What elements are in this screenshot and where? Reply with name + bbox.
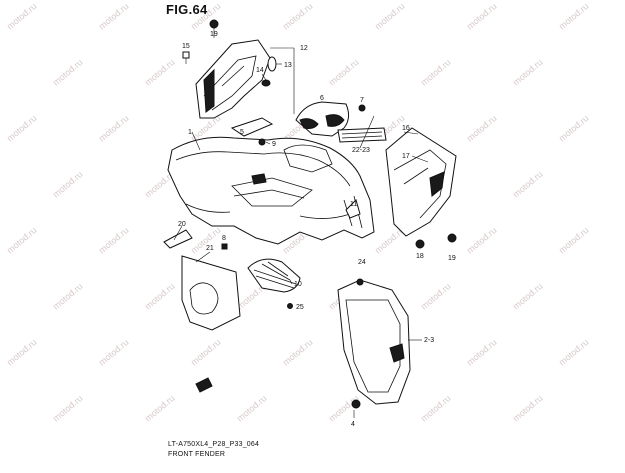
watermark-text: motod.ru (51, 281, 85, 311)
watermark-text: motod.ru (51, 57, 85, 87)
figure-name: FRONT FENDER (168, 451, 226, 458)
watermark-text: motod.ru (511, 393, 545, 423)
right-inner-panel (385, 127, 457, 237)
watermark-text: motod.ru (281, 337, 315, 367)
callout-4: 4 (351, 421, 355, 428)
left-inner-panel (195, 39, 271, 119)
watermark-text: motod.ru (5, 113, 39, 143)
callout-9: 9 (272, 141, 276, 148)
callout-11: 11 (350, 201, 357, 208)
bracket-20 (163, 229, 193, 249)
part-5-pad (230, 117, 274, 137)
bolt-25 (287, 303, 293, 309)
callout-16: 16 (402, 125, 410, 132)
clip-24 (356, 278, 364, 286)
callout-13: 13 (284, 62, 292, 69)
callout-21: 21 (206, 245, 214, 252)
watermark-text: motod.ru (51, 169, 85, 199)
watermark-text: motod.ru (419, 281, 453, 311)
watermark-text: motod.ru (143, 281, 177, 311)
watermark-text: motod.ru (557, 337, 591, 367)
watermark-text: motod.ru (373, 1, 407, 31)
watermark-text: motod.ru (465, 337, 499, 367)
bolt-18 (415, 239, 425, 249)
bracket-11 (345, 199, 361, 219)
callout-6: 6 (320, 95, 324, 102)
callout-8: 8 (222, 235, 226, 242)
bolt-9 (258, 138, 266, 146)
callout-19-right: 19 (448, 255, 456, 262)
callout-7: 7 (360, 97, 364, 104)
callout-20: 20 (178, 221, 186, 228)
callout-labels: 1 22-23 5 6 7 8 9 10 11 12 13 14 15 16 1… (178, 31, 456, 428)
bolt-19-top (209, 19, 219, 38)
watermark-text: motod.ru (511, 281, 545, 311)
callout-10: 10 (294, 281, 302, 288)
figure-title: FIG.64 (166, 2, 208, 17)
watermark-text: motod.ru (143, 57, 177, 87)
watermark-text: motod.ru (557, 113, 591, 143)
watermark-text: motod.ru (97, 225, 131, 255)
callout-14: 14 (256, 67, 264, 74)
watermark-text: motod.ru (5, 337, 39, 367)
callout-12: 12 (300, 45, 308, 52)
watermark-text: motod.ru (97, 337, 131, 367)
callout-17: 17 (402, 153, 410, 160)
grille-10 (247, 258, 301, 293)
watermark-text: motod.ru (51, 393, 85, 423)
callout-1: 1 (188, 129, 192, 136)
watermark-text: motod.ru (465, 113, 499, 143)
bolt-7 (358, 104, 366, 112)
callout-19-top: 19 (210, 31, 218, 38)
mud-guard-plate-21 (181, 255, 241, 331)
watermark-text: motod.ru (419, 393, 453, 423)
callout-24: 24 (358, 259, 366, 266)
watermark-text: motod.ru (511, 57, 545, 87)
watermark-text: motod.ru (235, 393, 269, 423)
bolt-4 (351, 399, 361, 409)
callout-5: 5 (240, 129, 244, 136)
watermark-text: motod.ru (143, 393, 177, 423)
clip-14 (261, 79, 271, 87)
watermark-text: motod.ru (5, 1, 39, 31)
watermark-text: motod.ru (557, 225, 591, 255)
grommet-13 (267, 56, 277, 72)
leader-lines (173, 47, 429, 418)
watermark-text: motod.ru (465, 225, 499, 255)
watermark-text: motod.ru (97, 1, 131, 31)
bolt-19-right (447, 233, 457, 243)
watermark-text: motod.ru (5, 225, 39, 255)
watermark-text: motod.ru (419, 57, 453, 87)
watermark-text: motod.ru (557, 1, 591, 31)
callout-22-23: 22-23 (352, 147, 370, 154)
watermark-text: motod.ru (327, 57, 361, 87)
callout-15: 15 (182, 43, 190, 50)
clip-lower-left (195, 377, 213, 393)
watermark-text: motod.ru (97, 113, 131, 143)
watermark-text: motod.ru (465, 1, 499, 31)
watermark-text: motod.ru (189, 337, 223, 367)
bolt-8 (221, 243, 228, 250)
watermark-text: motod.ru (511, 169, 545, 199)
callout-2-3: 2-3 (424, 337, 434, 344)
emblem-22-23 (337, 127, 387, 143)
watermark-text: motod.ru (281, 1, 315, 31)
inner-fender-2-3 (337, 279, 411, 405)
model-code: LT-A750XL4_P28_P33_064 (168, 441, 260, 448)
bolt-15 (182, 51, 190, 64)
callout-18: 18 (416, 253, 424, 260)
front-fender (167, 136, 375, 245)
callout-25: 25 (296, 304, 304, 311)
part-6-cover (295, 101, 350, 137)
